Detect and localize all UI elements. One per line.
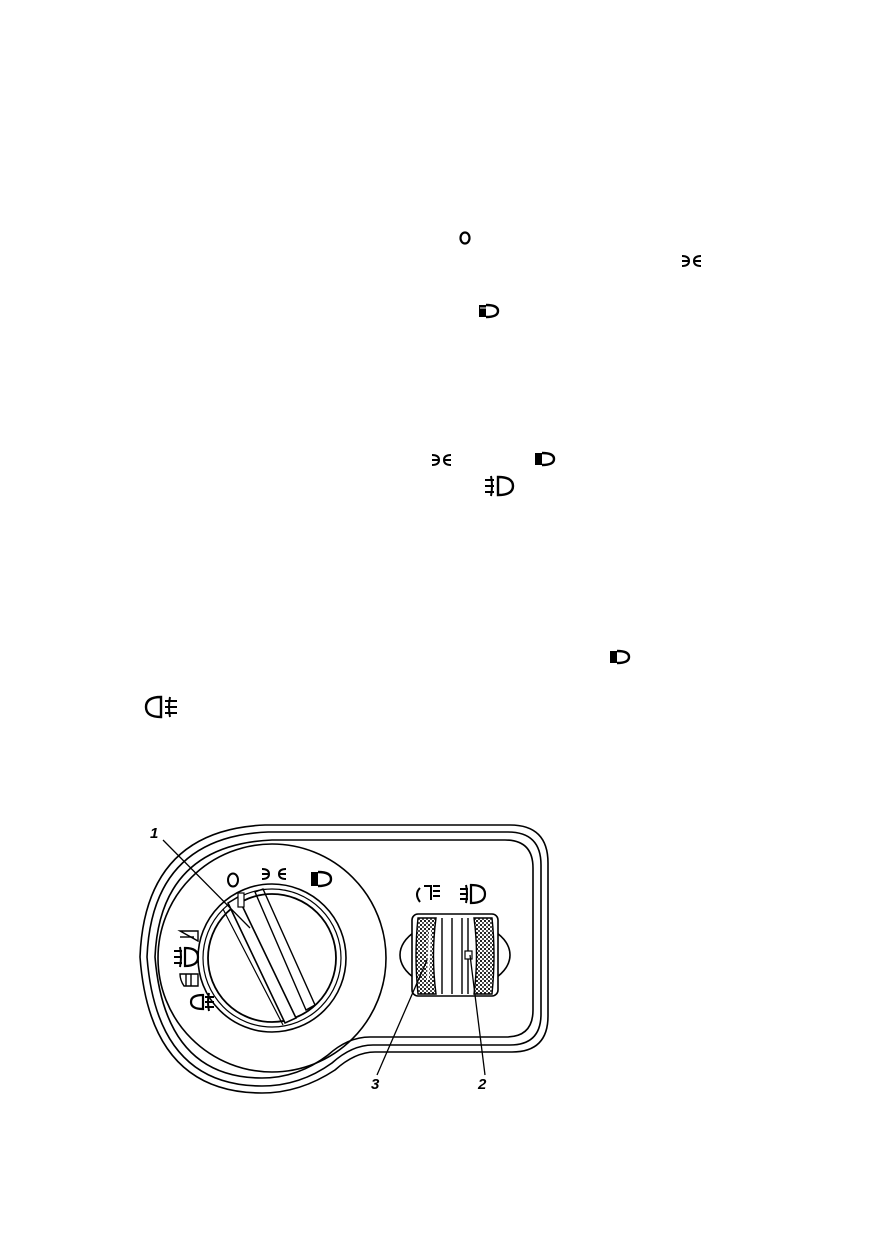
low-beam-icon — [610, 649, 631, 665]
callout-label-1: 1 — [150, 825, 159, 842]
callout-label-2: 2 — [478, 1076, 487, 1093]
rear-fog-light-icon — [144, 695, 177, 719]
rear-fog-light-icon — [189, 992, 214, 1012]
parking-light-icon — [431, 454, 452, 466]
edge-mark-icon — [177, 930, 199, 943]
off-icon — [459, 231, 471, 245]
low-beam-icon — [479, 303, 500, 319]
low-beam-icon — [535, 451, 556, 467]
detent-mark-icon — [179, 973, 199, 987]
knob-symbols — [174, 868, 333, 1012]
instrument-illumination-wheel — [461, 917, 495, 995]
switch-housing — [139, 824, 549, 1094]
off-icon — [227, 872, 239, 888]
parking-light-icon — [681, 255, 702, 267]
callout-label-3: 3 — [371, 1076, 380, 1093]
front-fog-light-icon — [174, 946, 200, 968]
light-switch-rotary-knob — [157, 843, 387, 1073]
front-fog-light-icon — [485, 475, 515, 497]
headlamp-range-icon — [416, 885, 440, 903]
panel-illumination-icon — [460, 883, 487, 905]
parking-light-icon — [261, 868, 287, 880]
callout-leaders — [162, 839, 486, 1076]
low-beam-icon — [311, 870, 333, 888]
